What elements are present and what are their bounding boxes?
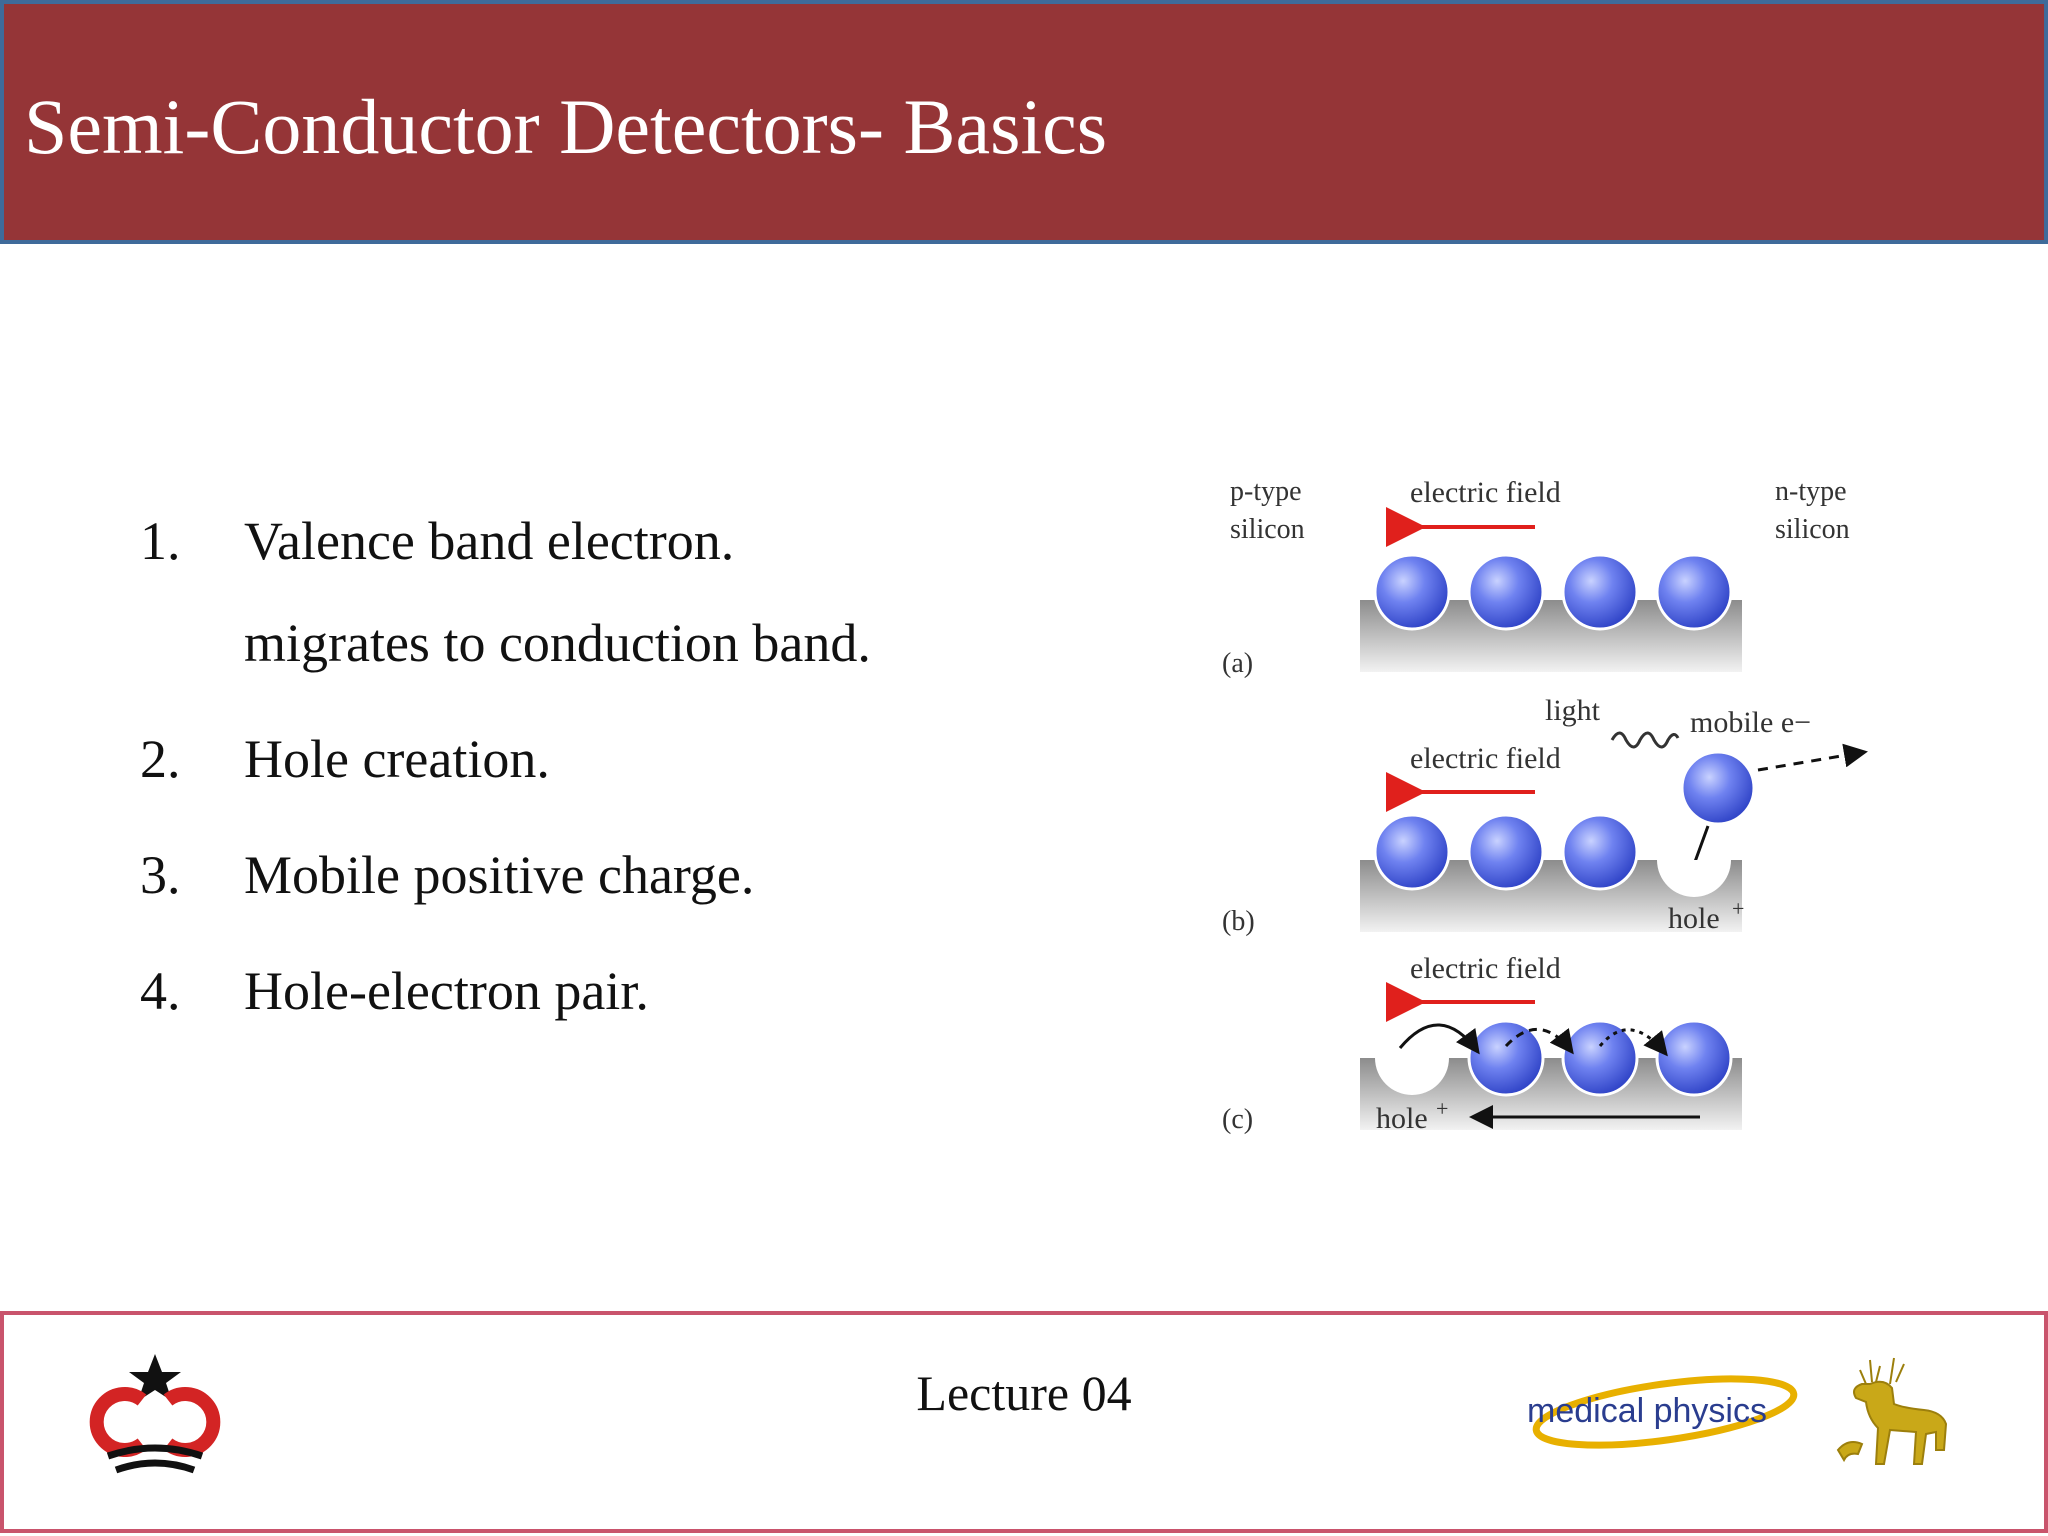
semiconductor-diagram: p-type silicon n-type silicon electric f… — [1222, 476, 1868, 1135]
hop-arrow — [1598, 1028, 1668, 1057]
electron-sphere — [1467, 813, 1545, 891]
panel-label: (c) — [1222, 1104, 1253, 1135]
electron-sphere — [1561, 813, 1639, 891]
hole-plus-sign: + — [1436, 1096, 1448, 1121]
hole-site — [1657, 860, 1731, 897]
panel-a: electric field (a) — [1222, 476, 1742, 679]
list-number: 3. — [140, 845, 181, 905]
electron-sphere — [1561, 1019, 1639, 1097]
mobile-electron-sphere — [1680, 750, 1756, 826]
panel-label: (a) — [1222, 648, 1253, 679]
hole-label: hole — [1668, 902, 1720, 935]
list-text: Valence band electron. — [244, 511, 735, 571]
list-text: Hole creation. — [244, 729, 550, 789]
medical-physics-logo-text: medical physics — [1527, 1392, 1767, 1430]
electron-motion-arrow — [1757, 743, 1868, 772]
light-label: light — [1545, 694, 1601, 727]
electron-sphere — [1467, 1019, 1545, 1097]
medical-physics-logo — [1532, 1375, 1798, 1449]
title-bar: Semi-Conductor Detectors- Basics — [0, 0, 2048, 244]
electric-field-label: electric field — [1410, 476, 1561, 509]
hop-arrow — [1398, 1023, 1480, 1055]
panel-b: light mobile e− electric field hole + (b… — [1222, 694, 1868, 937]
deer-crest-logo — [1836, 1357, 1948, 1465]
hole-plus-sign: + — [1732, 896, 1744, 921]
light-wave — [1610, 731, 1680, 749]
electron-sphere — [1655, 553, 1733, 631]
electron-sphere — [1467, 553, 1545, 631]
n-type-label-2: silicon — [1775, 514, 1850, 545]
institution-logo — [89, 1354, 221, 1474]
panel-c: electric field hole + (c) — [1222, 952, 1742, 1135]
slide-title: Semi-Conductor Detectors- Basics — [24, 83, 1108, 170]
electron-sphere — [1561, 553, 1639, 631]
electron-sphere — [1373, 813, 1451, 891]
list-text: Hole-electron pair. — [244, 961, 649, 1021]
list-text: Mobile positive charge. — [244, 845, 755, 905]
panel-label: (b) — [1222, 906, 1255, 937]
list-number: 2. — [140, 729, 181, 789]
lecture-label: Lecture 04 — [916, 1365, 1132, 1421]
hole-label: hole — [1376, 1102, 1428, 1135]
list-number: 4. — [140, 961, 181, 1021]
electron-sphere — [1373, 553, 1451, 631]
hole-site — [1375, 1058, 1449, 1095]
electric-field-label: electric field — [1410, 952, 1561, 985]
p-type-label: p-type — [1230, 476, 1302, 507]
footer-bar — [0, 1311, 2048, 1533]
list-text: migrates to conduction band. — [244, 613, 871, 673]
electron-sphere — [1655, 1019, 1733, 1097]
n-type-label: n-type — [1775, 476, 1847, 507]
list-number: 1. — [140, 511, 181, 571]
p-type-label-2: silicon — [1230, 514, 1305, 545]
electric-field-label: electric field — [1410, 742, 1561, 775]
mobile-electron-label: mobile e− — [1690, 706, 1811, 739]
